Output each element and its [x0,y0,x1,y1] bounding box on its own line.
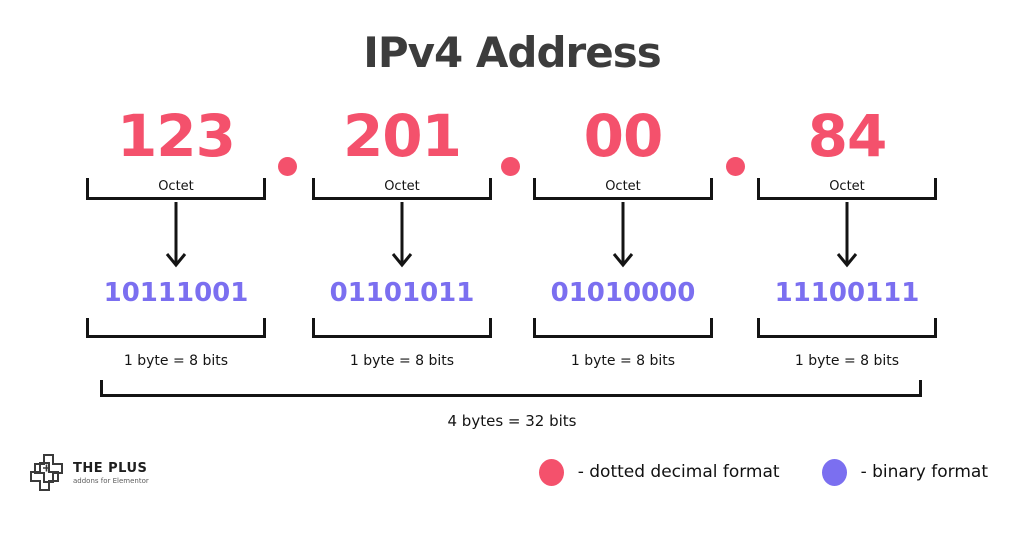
octet-column-3: 00 Octet 01010000 1 byte = 8 bits [533,100,713,369]
octet-column-1: 123 Octet 10111001 1 byte = 8 bits [86,100,266,369]
binary-value-3: 01010000 [550,278,696,308]
legend-label-decimal: - dotted decimal format [577,462,780,482]
octet-label-4: Octet [829,179,865,194]
octet-label-3: Octet [605,179,641,194]
byte-label-2: 1 byte = 8 bits [349,353,455,369]
byte-label-4: 1 byte = 8 bits [794,353,900,369]
dot-separator-icon [726,157,745,176]
octet-column-2: 201 Octet 01101011 1 byte = 8 bits [312,100,492,369]
arrow-zone-3 [533,200,713,274]
decimal-value-4: 84 [807,102,888,170]
down-arrow-icon [612,202,634,268]
page-title: IPv4 Address [363,28,661,77]
octet-bracket-3: Octet [533,178,713,200]
down-arrow-icon [391,202,413,268]
legend-item-binary: - binary format [821,458,988,486]
octet-bracket-4: Octet [757,178,937,200]
decimal-value-2: 201 [342,102,462,170]
dot-separator-icon [278,157,297,176]
decimal-value-3: 00 [583,102,664,170]
brand-text: THE PLUS addons for Elementor [73,461,149,485]
octet-bracket-1: Octet [86,178,266,200]
legend-item-decimal: - dotted decimal format [538,458,780,486]
total-label: 4 bytes = 32 bits [447,412,577,430]
byte-label-3: 1 byte = 8 bits [570,353,676,369]
dot-separator-icon [501,157,520,176]
binary-color-swatch [821,458,847,486]
byte-bracket-1 [86,318,266,338]
decimal-value-1: 123 [116,102,236,170]
octet-label-1: Octet [158,179,194,194]
binary-value-1: 10111001 [103,278,249,308]
octet-label-2: Octet [384,179,420,194]
binary-value-4: 11100111 [774,278,920,308]
octet-bracket-2: Octet [312,178,492,200]
down-arrow-icon [836,202,858,268]
total-bracket [100,380,922,397]
byte-bracket-3 [533,318,713,338]
byte-label-1: 1 byte = 8 bits [123,353,229,369]
byte-bracket-2 [312,318,492,338]
decimal-color-swatch [538,458,564,486]
brand-name: THE PLUS [73,461,148,476]
octet-column-4: 84 Octet 11100111 1 byte = 8 bits [757,100,937,369]
brand-tagline: addons for Elementor [73,477,149,485]
arrow-zone-1 [86,200,266,274]
legend: - dotted decimal format - binary format [538,452,988,492]
legend-label-binary: - binary format [860,462,988,482]
brand-logo: THE PLUS addons for Elementor [30,452,149,494]
arrow-zone-4 [757,200,937,274]
binary-value-2: 01101011 [329,278,475,308]
down-arrow-icon [165,202,187,268]
byte-bracket-4 [757,318,937,338]
arrow-zone-2 [312,200,492,274]
plus-logo-icon [30,454,63,491]
